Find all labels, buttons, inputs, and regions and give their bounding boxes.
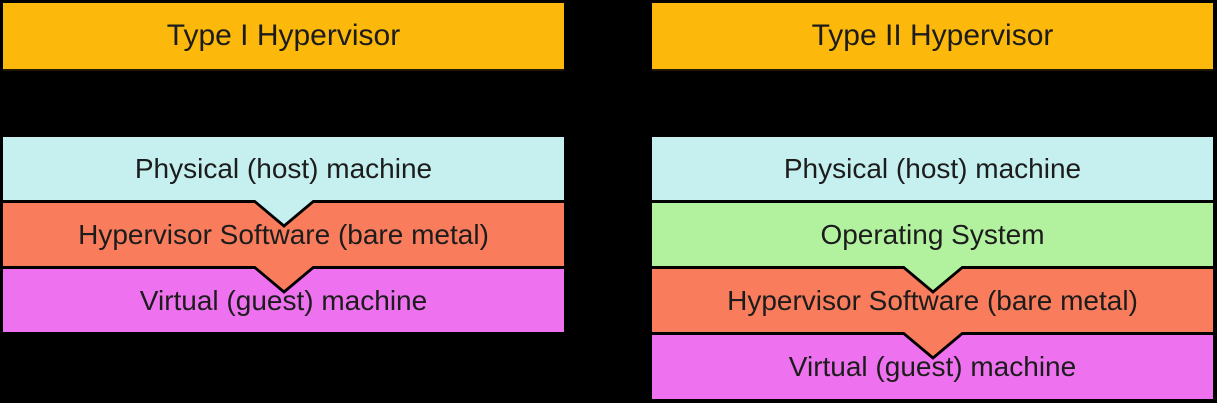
type1-stack: Physical (host) machine Hypervisor Softw… (3, 137, 564, 332)
type2-stack: Physical (host) machine Operating System… (652, 137, 1213, 399)
layer-label: Hypervisor Software (bare metal) (727, 284, 1138, 316)
layer-type2-physical-host-machine: Physical (host) machine (652, 137, 1213, 200)
layer-label: Virtual (guest) machine (139, 284, 428, 316)
layer-label: Hypervisor Software (bare metal) (78, 218, 489, 250)
layer-label: Physical (host) machine (783, 152, 1082, 184)
layer-type2-operating-system: Operating System (652, 203, 1213, 294)
type2-title-bar: Type II Hypervisor (652, 3, 1213, 69)
layer-type1-physical-host-machine: Physical (host) machine (3, 137, 564, 228)
type1-title: Type I Hypervisor (166, 19, 401, 52)
layer-type2-hypervisor-software: Hypervisor Software (bare metal) (652, 269, 1213, 360)
layer-type1-hypervisor-software: Hypervisor Software (bare metal) (3, 203, 564, 294)
type2-column: Type II Hypervisor Physical (host) machi… (652, 3, 1213, 402)
type1-title-bar: Type I Hypervisor (3, 3, 564, 69)
layer-label: Operating System (820, 218, 1045, 250)
layer-label: Physical (host) machine (134, 152, 433, 184)
layer-type1-virtual-guest-machine: Virtual (guest) machine (3, 269, 564, 332)
type1-column: Type I Hypervisor Physical (host) machin… (3, 3, 564, 335)
layer-label: Virtual (guest) machine (788, 351, 1077, 382)
type2-title: Type II Hypervisor (811, 19, 1054, 52)
layer-type2-virtual-guest-machine: Virtual (guest) machine (652, 335, 1213, 399)
